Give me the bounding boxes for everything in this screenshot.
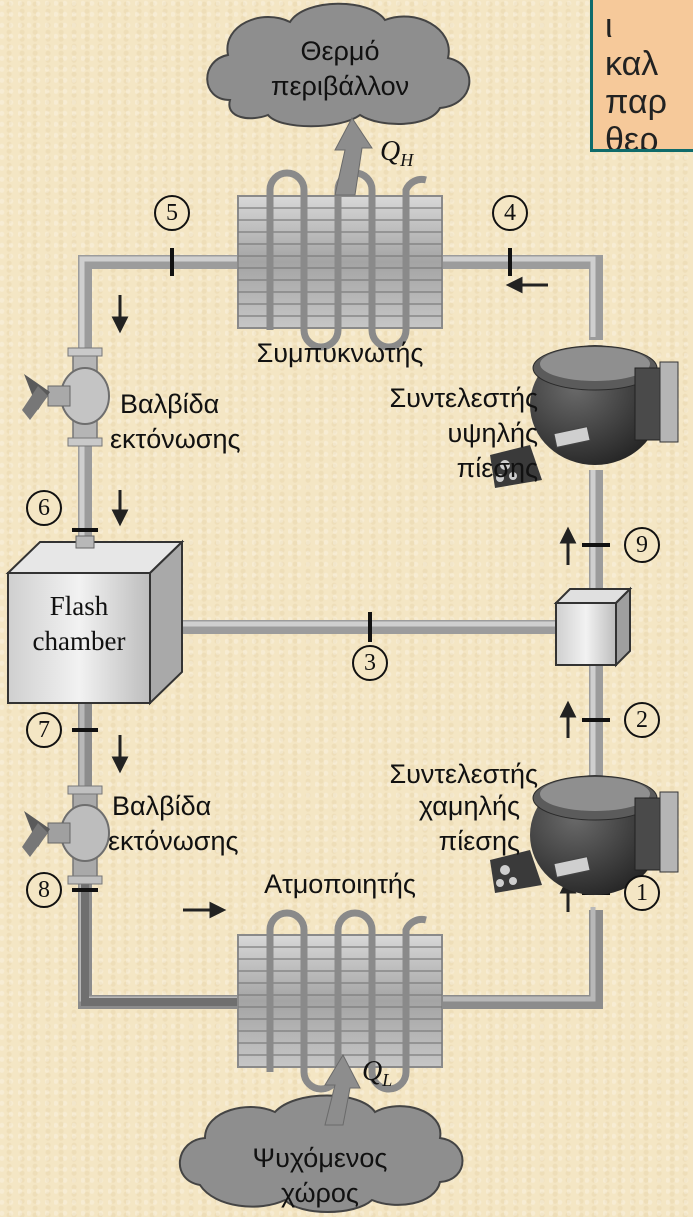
state-circle-3 (352, 645, 388, 681)
valve-bottom-label-1: Βαλβίδα (112, 791, 211, 821)
hp-compressor-label-1: Συντελεστής (389, 383, 538, 413)
flash-chamber (5, 535, 185, 706)
lp-compressor-label-2: χαμηλής (419, 791, 520, 821)
state-circle-7 (26, 712, 62, 748)
hp-compressor-label-2: υψηλής (447, 418, 538, 448)
state-2: 2 (636, 707, 648, 733)
state-circle-2 (624, 702, 660, 738)
cold-space-cloud (178, 1094, 464, 1213)
state-circle-4 (492, 195, 528, 231)
pipes (78, 255, 603, 1009)
state-9: 9 (636, 532, 648, 558)
hot-env-label-1: Θερμό (301, 36, 380, 66)
pipe-1 (440, 910, 603, 1009)
state-circle-1 (624, 875, 660, 911)
condenser-label: Συμπυκνωτής (257, 338, 424, 368)
evaporator-label: Ατμοποιητής (264, 869, 416, 899)
hp-compressor-label-3: πίεσης (457, 453, 538, 483)
expansion-valve-bottom (22, 785, 110, 885)
state-circles (26, 195, 660, 911)
state-circle-9 (624, 527, 660, 563)
mixing-chamber (553, 586, 633, 668)
evaporator (237, 909, 443, 1093)
state-numbers: 5 4 6 3 7 8 9 2 1 (38, 200, 648, 906)
cold-space-label-1: Ψυχόμενος (253, 1143, 388, 1173)
condenser (237, 169, 443, 351)
valve-top-label-1: Βαλβίδα (120, 389, 219, 419)
note-box: ι καλ παρ θερ (590, 0, 693, 152)
state-3: 3 (364, 650, 376, 676)
state-5: 5 (166, 200, 178, 226)
cold-space-label-2: χώρος (281, 1178, 359, 1208)
state-1: 1 (636, 880, 648, 906)
state-7: 7 (38, 717, 50, 743)
state-6: 6 (38, 495, 50, 521)
hot-env-label-2: περιβάλλον (271, 71, 409, 101)
note-line-4: θερ (605, 121, 659, 152)
expansion-valve-top (22, 347, 110, 447)
q-high-label: QH (380, 136, 414, 170)
valve-bottom-label-2: εκτόνωσης (108, 826, 239, 856)
pipe-4 (440, 255, 603, 340)
heat-in-arrow (324, 1053, 361, 1126)
state-8: 8 (38, 877, 50, 903)
flash-chamber-label-1: Flash (50, 591, 109, 621)
note-line-1: ι (605, 7, 613, 45)
q-low-label: QL (362, 1056, 392, 1090)
lp-compressor-label-1: Συντελεστής (389, 759, 538, 789)
state-circle-6 (26, 490, 62, 526)
state-circle-5 (154, 195, 190, 231)
heat-out-arrow (334, 117, 373, 196)
hot-environment-cloud (206, 2, 471, 128)
note-line-2: καλ (605, 45, 659, 83)
state-circle-8 (26, 872, 62, 908)
pipe-5-6 (78, 255, 240, 560)
lp-compressor-label-3: πίεσης (439, 826, 520, 856)
low-pressure-compressor (490, 775, 679, 895)
flash-chamber-label-2: chamber (33, 626, 126, 656)
state-4: 4 (504, 200, 516, 226)
valve-top-label-2: εκτόνωσης (110, 424, 241, 454)
note-line-3: παρ (605, 83, 667, 121)
high-pressure-compressor (490, 345, 679, 488)
